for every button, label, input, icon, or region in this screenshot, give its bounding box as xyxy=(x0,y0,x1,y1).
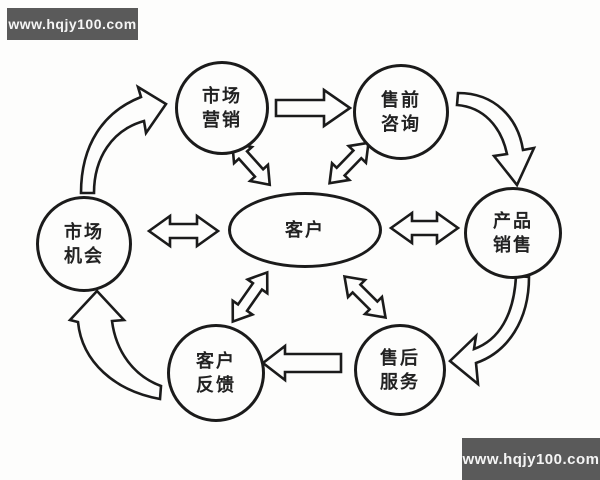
node-aftersales: 售后 服务 xyxy=(354,324,446,416)
arrow-customer-marketing-2way xyxy=(230,141,272,187)
node-product-sales-label: 产品 销售 xyxy=(493,210,533,255)
arrow-customer-opportunity-2way xyxy=(146,213,221,249)
node-aftersales-label: 售后 服务 xyxy=(380,347,420,392)
node-product-sales: 产品 销售 xyxy=(464,187,562,279)
node-opportunity: 市场 机会 xyxy=(36,196,132,292)
watermark-bottom-right: www.hqjy100.com xyxy=(462,438,600,480)
node-presales: 售前 咨询 xyxy=(353,64,449,160)
watermark-top-left: www.hqjy100.com xyxy=(7,8,138,40)
node-presales-label: 售前 咨询 xyxy=(381,89,421,134)
node-opportunity-label: 市场 机会 xyxy=(64,221,104,266)
watermark-bottom-right-text: www.hqjy100.com xyxy=(462,450,600,468)
arrow-presales-to-productsales xyxy=(455,91,537,188)
node-marketing-label: 市场 营销 xyxy=(202,85,242,130)
arrow-feedback-to-opportunity xyxy=(67,289,163,401)
node-feedback: 客户 反馈 xyxy=(167,324,265,422)
arrow-opportunity-to-marketing xyxy=(79,84,168,195)
node-customer-label: 客户 xyxy=(285,219,325,240)
arrow-customer-productsales-2way xyxy=(388,210,461,246)
arrow-aftersales-to-feedback xyxy=(260,343,343,383)
arrow-customer-feedback-2way xyxy=(231,270,269,324)
watermark-top-left-text: www.hqjy100.com xyxy=(8,16,137,32)
node-customer: 客户 xyxy=(228,192,382,268)
arrow-marketing-to-presales xyxy=(274,87,353,129)
node-feedback-label: 客户 反馈 xyxy=(196,350,236,395)
arrow-customer-aftersales-2way xyxy=(342,274,388,320)
arrow-customer-presales-2way xyxy=(328,141,370,185)
node-marketing: 市场 营销 xyxy=(175,61,269,155)
arrow-productsales-to-aftersales xyxy=(448,274,531,387)
